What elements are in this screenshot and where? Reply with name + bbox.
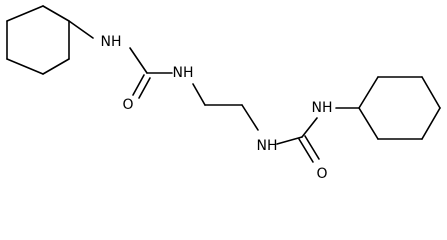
bond-ring-to-nh — [68, 20, 94, 39]
ring-bond — [358, 76, 379, 109]
bond-carbonyl-to-nh — [301, 117, 318, 138]
ethylene-linker — [192, 83, 259, 131]
atom-label-nh: NH — [257, 138, 278, 154]
bond-nh-to-carbonyl — [129, 47, 148, 74]
right-urea-group — [276, 107, 360, 163]
atom-label-nh: NH — [173, 65, 194, 81]
bond-ch2-to-nh — [241, 104, 259, 131]
carbonyl-double-bond — [132, 74, 145, 96]
ring-bond — [42, 58, 70, 75]
ring-bond — [421, 107, 441, 140]
bond-nh-to-carbonyl — [276, 136, 303, 145]
left-cyclohexane-ring — [6, 5, 70, 75]
ring-bond — [358, 107, 379, 140]
ring-bond — [6, 58, 44, 75]
left-urea-group — [68, 20, 173, 99]
atom-label-oxygen: O — [316, 166, 327, 182]
molecule-structure: NH O NH NH O NH — [6, 5, 441, 182]
carbonyl-double-bond — [304, 135, 320, 160]
atom-label-nh: NH — [312, 100, 333, 116]
right-cyclohexane-ring — [358, 76, 441, 140]
carbonyl-double-bond — [298, 138, 314, 163]
bond-nh-to-ch2 — [192, 83, 206, 106]
ring-bond — [6, 5, 44, 22]
carbonyl-double-bond — [138, 77, 151, 99]
atom-label-nh: NH — [101, 34, 122, 50]
ring-bond — [42, 5, 70, 22]
ring-bond — [421, 76, 441, 109]
atom-label-oxygen: O — [122, 97, 133, 113]
